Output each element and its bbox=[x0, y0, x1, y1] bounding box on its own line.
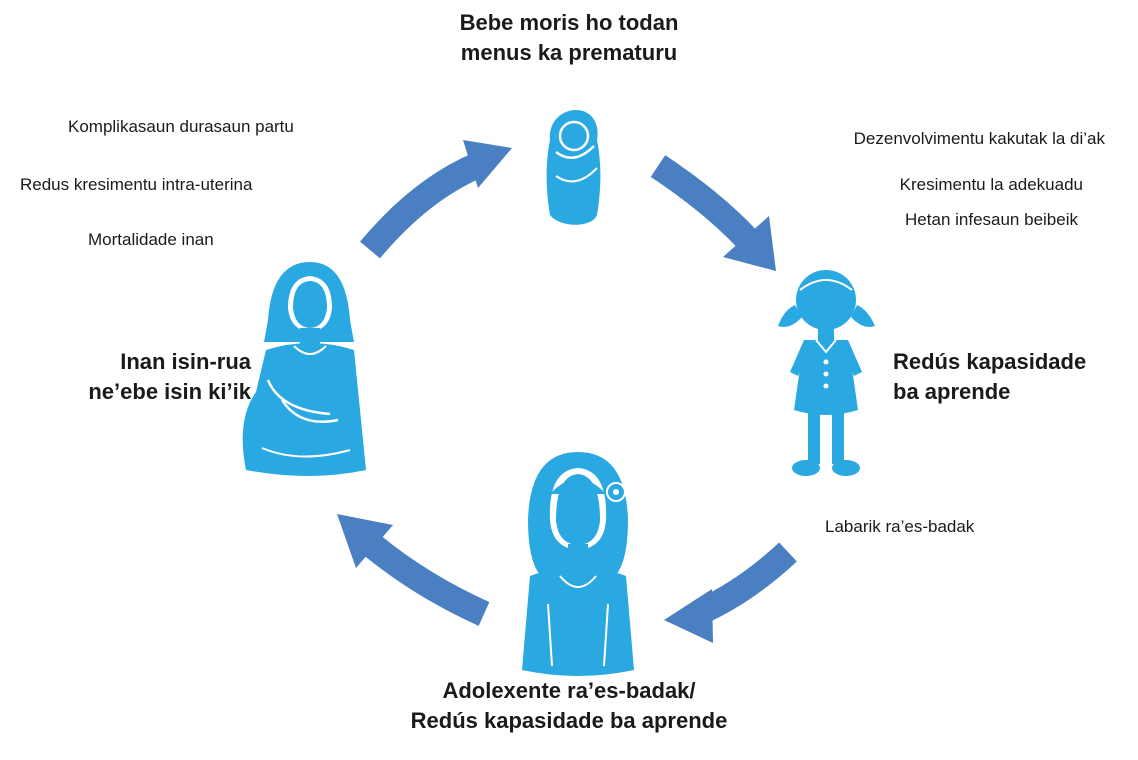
arrow-child-to-adolescent-icon bbox=[664, 542, 797, 643]
effect-text: Labarik ra’es-badak bbox=[825, 517, 975, 536]
girl-icon bbox=[778, 270, 875, 476]
effect-text: Dezenvolvimentu kakutak la di’ak bbox=[853, 129, 1105, 148]
effect-text: Redus kresimentu intra-uterina bbox=[20, 175, 253, 194]
stage-label-adolescent: Adolexente ra’es-badak/ Redús kapasidade… bbox=[339, 676, 799, 736]
effect-text: Hetan infesaun beibeik bbox=[905, 210, 1078, 229]
pregnant-woman-icon bbox=[242, 262, 366, 476]
stage-label-line: Inan isin-rua bbox=[120, 349, 251, 374]
stage-label-line: Redús kapasidade ba aprende bbox=[410, 708, 728, 733]
stage-label-line: ne’ebe isin ki’ik bbox=[88, 379, 251, 404]
adolescent-girl-icon bbox=[522, 452, 634, 676]
swaddled-baby-icon bbox=[546, 110, 601, 225]
stage-label-child: Redús kapasidade ba aprende bbox=[893, 347, 1086, 407]
stage-label-line: Bebe moris ho todan bbox=[459, 10, 679, 35]
arrow-adolescent-to-mother-icon bbox=[337, 514, 490, 626]
effect-text: Kresimentu la adekuadu bbox=[899, 175, 1083, 194]
arrow-baby-to-child-icon bbox=[650, 155, 776, 271]
stage-label-line: ba aprende bbox=[893, 379, 1011, 404]
stage-label-line: menus ka prematuru bbox=[460, 40, 678, 65]
stage-label-baby: Bebe moris ho todan menus ka prematuru bbox=[369, 8, 769, 68]
effect-text: Mortalidade inan bbox=[88, 230, 214, 249]
stage-label-mother: Inan isin-rua ne’ebe isin ki’ik bbox=[18, 347, 251, 407]
arrow-mother-to-baby-icon bbox=[360, 140, 512, 259]
stage-label-line: Adolexente ra’es-badak/ bbox=[442, 678, 696, 703]
stage-label-line: Redús kapasidade bbox=[893, 349, 1087, 374]
effect-text: Komplikasaun durasaun partu bbox=[68, 117, 294, 136]
